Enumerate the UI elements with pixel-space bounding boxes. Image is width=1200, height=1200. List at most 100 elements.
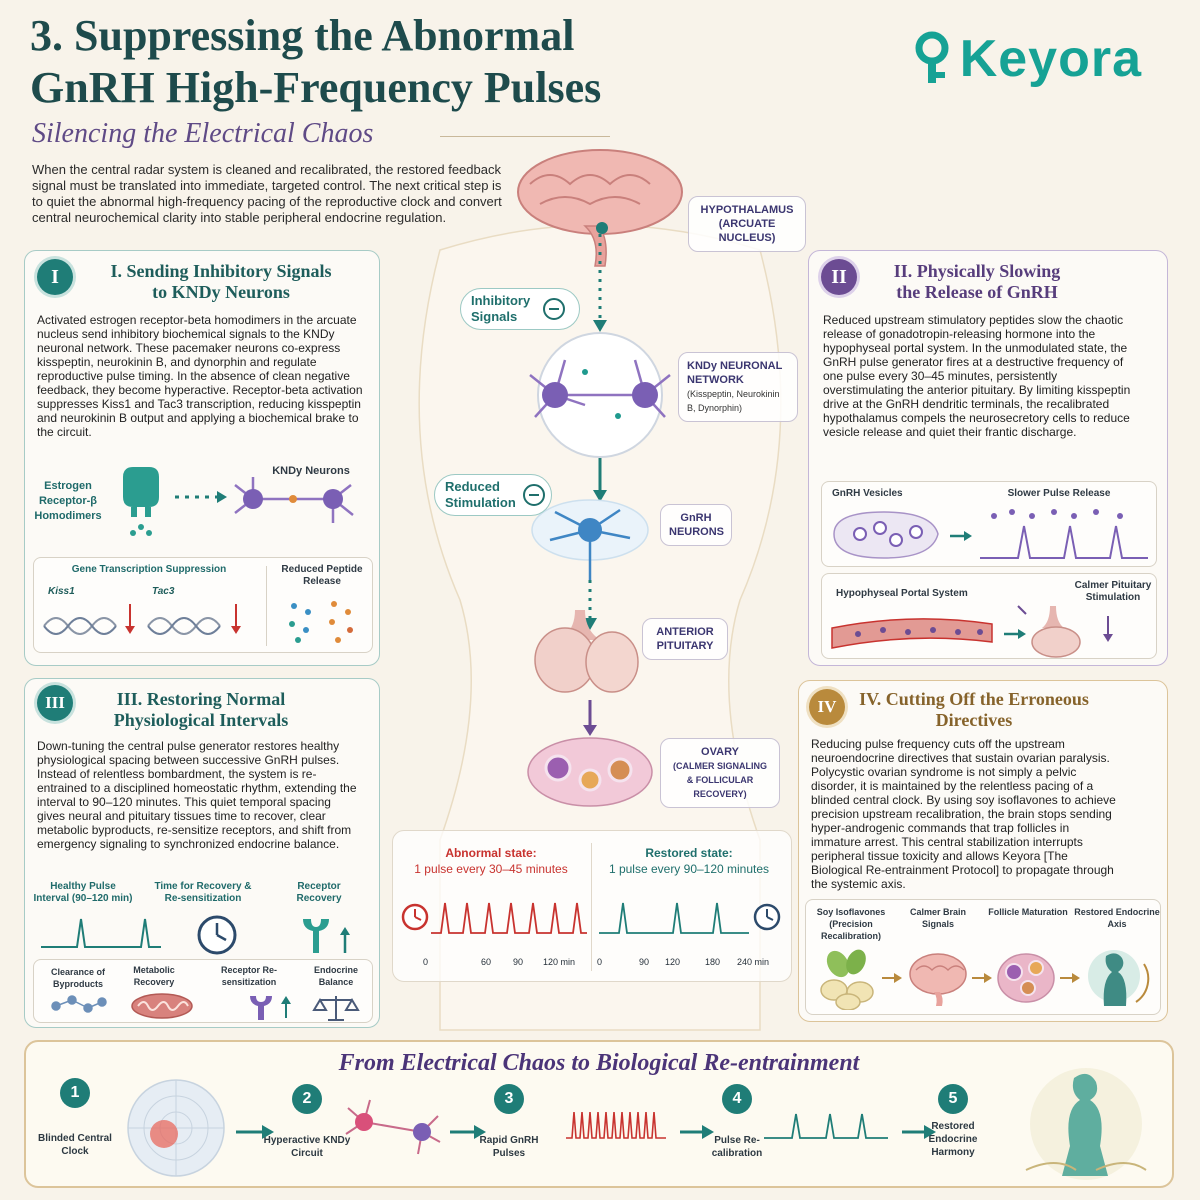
panel-title-line-2: the Release of GnRH bbox=[896, 282, 1058, 302]
restored-state-label: Restored state: 1 pulse every 90–120 min… bbox=[599, 845, 779, 877]
woman-silhouette-icon bbox=[1088, 950, 1150, 1006]
interval-icons bbox=[41, 915, 350, 955]
portal-system-label: Hypophyseal Portal System bbox=[836, 588, 968, 599]
kndy-neurons-label: KNDy Neurons bbox=[272, 465, 350, 477]
blood-vessel-icon bbox=[831, 618, 993, 649]
step-label-3: Rapid GnRH Pulses bbox=[479, 1135, 539, 1159]
keyora-logo: Keyora bbox=[914, 28, 1142, 90]
pulse-waveforms bbox=[401, 902, 781, 934]
step-number-3: 3 bbox=[494, 1084, 524, 1114]
estrogen-receptor-label: Estrogen Receptor-β Homodimers bbox=[34, 480, 102, 522]
panel-title-line-1: I. Sending Inhibitory Signals bbox=[110, 261, 332, 281]
calmer-brain-label: Calmer Brain Signals bbox=[909, 907, 967, 929]
kiss1-label: Kiss1 bbox=[48, 586, 75, 597]
restored-tick-1: 90 bbox=[639, 957, 650, 967]
ovary-icon bbox=[527, 737, 653, 807]
intro-paragraph: When the central radar system is cleaned… bbox=[32, 162, 502, 225]
page-subtitle: Silencing the Electrical Chaos bbox=[32, 118, 374, 149]
restored-tick-4: 240 min bbox=[737, 957, 770, 967]
dna-strands-icon bbox=[43, 604, 241, 635]
resensitization-label: Receptor Re-sensitization bbox=[220, 965, 277, 987]
panel-title-line-2: Directives bbox=[935, 710, 1013, 730]
step-number-5: 5 bbox=[938, 1084, 968, 1114]
panel-cutting-directives: IV IV. Cutting Off the Erroneous Directi… bbox=[798, 680, 1168, 1022]
step-number-4: 4 bbox=[722, 1084, 752, 1114]
step-label-1: Blinded Central Clock bbox=[38, 1133, 112, 1157]
panel-title-line-2: to KNDy Neurons bbox=[152, 282, 290, 302]
panel-title: IV. Cutting Off the Erroneous Directives bbox=[849, 689, 1099, 731]
anterior-pituitary-label: ANTERIOR PITUITARY bbox=[642, 618, 728, 660]
recovery-time-label: Time for Recovery & Re-sensitization bbox=[154, 881, 252, 904]
pituitary-small-icon bbox=[1031, 606, 1081, 658]
footer-step-graphics bbox=[127, 1068, 1147, 1180]
endocrine-balance-label: Endocrine Balance bbox=[313, 965, 358, 987]
calmer-pituitary-label: Calmer Pituitary Stimulation bbox=[1074, 580, 1152, 603]
abnormal-tick-2: 90 bbox=[513, 957, 524, 967]
panel-number-badge: III bbox=[37, 685, 73, 721]
mitochondria-icon bbox=[131, 993, 193, 1019]
recovery-factor-icons bbox=[51, 993, 360, 1021]
portal-pituitary-diagram bbox=[831, 605, 1113, 658]
panel-title-line-1: II. Physically Slowing bbox=[893, 261, 1061, 281]
soy-isoflavones-label: Soy Isoflavones (Precision Recalibration… bbox=[816, 907, 886, 941]
subtitle-divider bbox=[440, 136, 610, 137]
vesicle-icon bbox=[833, 511, 939, 559]
abnormal-tick-0: 0 bbox=[423, 957, 429, 967]
clearance-label: Clearance of Byproducts bbox=[50, 967, 106, 989]
panel-title-line-1: IV. Cutting Off the Erroneous bbox=[859, 689, 1089, 709]
abnormal-state-subtitle: 1 pulse every 30–45 minutes bbox=[414, 862, 568, 876]
inhibitory-signals-text: Inhibitory Signals bbox=[471, 293, 531, 324]
panel-title: I. Sending Inhibitory Signals to KNDy Ne… bbox=[81, 261, 361, 303]
kndy-network-subtitle: (Kisspeptin, Neurokinin B, Dynorphin) bbox=[687, 389, 780, 413]
soybean-icon bbox=[820, 949, 874, 1010]
ovary-label: OVARY (CALMER SIGNALING & FOLLICULAR REC… bbox=[660, 738, 780, 808]
logo-text: Keyora bbox=[959, 30, 1142, 88]
recalibrated-pulse-line bbox=[764, 1113, 888, 1139]
receptor-arrow-icon bbox=[250, 996, 291, 1020]
follicle-icon bbox=[997, 953, 1055, 1003]
footer-title: From Electrical Chaos to Biological Re-e… bbox=[338, 1050, 860, 1076]
kndy-network-title: KNDy NEURONAL NETWORK bbox=[687, 360, 783, 386]
balance-scale-icon bbox=[312, 996, 360, 1021]
panel-title: III. Restoring Normal Physiological Inte… bbox=[81, 689, 321, 731]
receptor-recovery-label: Receptor Recovery bbox=[296, 881, 342, 904]
gnrh-neurons-label: GnRH NEURONS bbox=[660, 504, 732, 546]
reduced-peptide-label: Reduced Peptide Release bbox=[281, 564, 363, 587]
abnormal-state-label: Abnormal state: 1 pulse every 30–45 minu… bbox=[401, 845, 581, 877]
metabolic-label: Metabolic Recovery bbox=[133, 965, 175, 987]
pituitary-icon bbox=[534, 610, 639, 693]
receptor-recovery-icon bbox=[303, 919, 350, 953]
gene-transcription-label: Gene Transcription Suppression bbox=[71, 564, 227, 575]
radar-icon bbox=[127, 1079, 225, 1177]
reduced-stimulation-text: Reduced Stimulation bbox=[445, 479, 516, 510]
panel-slowing-gnrh-release: II II. Physically Slowing the Release of… bbox=[808, 250, 1168, 666]
slower-pulse-label: Slower Pulse Release bbox=[1007, 488, 1111, 499]
restored-tick-3: 180 bbox=[705, 957, 721, 967]
healthy-interval-label: Healthy Pulse Interval (90–120 min) bbox=[33, 881, 133, 904]
page-title: 3. Suppressing the Abnormal GnRH High-Fr… bbox=[30, 10, 790, 114]
footer-process-banner: From Electrical Chaos to Biological Re-e… bbox=[24, 1040, 1174, 1188]
brain-small-icon bbox=[909, 953, 967, 1006]
pulse-comparison-box: Abnormal state: 1 pulse every 30–45 minu… bbox=[392, 830, 792, 982]
kndy-neuron-pair-icon bbox=[234, 477, 354, 523]
brain-icon bbox=[517, 149, 683, 267]
step-number-2: 2 bbox=[292, 1084, 322, 1114]
panel-body-text: Down-tuning the central pulse generator … bbox=[37, 739, 357, 851]
clock-icon bbox=[197, 915, 237, 955]
panel-number-badge: II bbox=[821, 259, 857, 295]
treatment-flow-box: Soy Isoflavones (Precision Recalibration… bbox=[805, 899, 1161, 1015]
restored-tick-0: 0 bbox=[597, 957, 603, 967]
minus-icon bbox=[543, 298, 565, 320]
panel-number-badge: IV bbox=[809, 689, 845, 725]
kndy-network-label: KNDy NEURONAL NETWORK (Kisspeptin, Neuro… bbox=[678, 352, 798, 422]
restored-state-title: Restored state: bbox=[645, 846, 733, 860]
gnrh-neuron-icon bbox=[531, 499, 649, 580]
step-label-4: Pulse Re-calibration bbox=[711, 1135, 763, 1159]
treatment-flow-icons bbox=[820, 949, 1150, 1010]
abnormal-state-title: Abnormal state: bbox=[445, 846, 537, 860]
ovary-subtitle: (CALMER SIGNALING & FOLLICULAR RECOVERY) bbox=[673, 761, 767, 799]
receptor-to-kndy-diagram bbox=[123, 467, 354, 536]
keyora-logo-icon bbox=[915, 31, 949, 83]
panel-title: II. Physically Slowing the Release of Gn… bbox=[867, 261, 1087, 303]
abnormal-tick-1: 60 bbox=[481, 957, 492, 967]
